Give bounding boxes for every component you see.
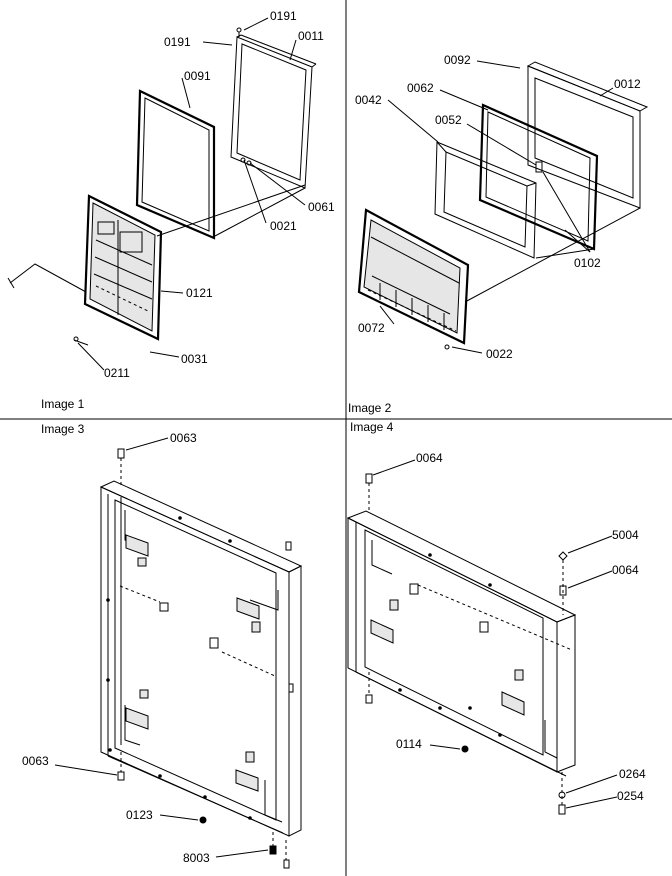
label-0091: 0091	[184, 69, 211, 83]
label-0031: 0031	[181, 352, 208, 366]
panel-1-part-labels: 0191 0191 0011 0091 0061 0021 0121 0031 …	[104, 9, 335, 380]
label-0064-right: 0064	[612, 563, 639, 577]
label-0121: 0121	[186, 286, 213, 300]
panel-image-3: Image 3	[22, 422, 303, 869]
panel-title-image-3: Image 3	[41, 422, 85, 436]
label-0021: 0021	[270, 219, 297, 233]
panel-image-2: 0092 0012 0042 0062 0052 0102 0072 0022 …	[348, 53, 649, 415]
label-0022: 0022	[486, 347, 513, 361]
label-0072: 0072	[358, 321, 385, 335]
door-liner-0072	[357, 208, 470, 345]
label-0191-top: 0191	[270, 9, 297, 23]
panel-3-leaders	[54, 437, 269, 858]
panel-image-1: 0191 0191 0011 0091 0061 0021 0121 0031 …	[7, 9, 335, 411]
panel-3-part-labels: 0063 0063 0123 8003	[22, 431, 210, 865]
label-0061: 0061	[308, 200, 335, 214]
door-panel-0011	[230, 27, 317, 189]
label-0012: 0012	[614, 77, 641, 91]
label-0123: 0123	[126, 808, 153, 822]
label-0254: 0254	[617, 789, 644, 803]
panel-title-image-2: Image 2	[348, 401, 392, 415]
panel-image-4: Image 4	[346, 420, 646, 815]
gasket-0062	[478, 103, 599, 251]
label-0114: 0114	[396, 737, 422, 751]
label-0102: 0102	[574, 256, 601, 270]
label-8003: 8003	[183, 851, 210, 865]
label-0064-top: 0064	[416, 451, 443, 465]
door-liner-0121	[83, 194, 163, 341]
panel-2-part-labels: 0092 0012 0042 0062 0052 0102 0072 0022	[355, 53, 641, 361]
label-5004: 5004	[612, 528, 639, 542]
panel-4-part-labels: 0064 5004 0064 0114 0264 0254	[396, 451, 646, 803]
panel-1-leaders	[7, 17, 306, 371]
label-0191: 0191	[164, 35, 191, 49]
label-0042: 0042	[355, 93, 382, 107]
panel-4-hardware	[365, 473, 568, 815]
label-0052: 0052	[435, 113, 462, 127]
panel-4-leaders	[372, 459, 618, 809]
label-0011: 0011	[298, 29, 324, 43]
label-0211: 0211	[104, 366, 130, 380]
frame-panel-3	[99, 480, 303, 837]
panel-2-leaders	[379, 60, 641, 354]
label-0092: 0092	[444, 53, 471, 67]
panel-title-image-1: Image 1	[41, 397, 85, 411]
panel-title-image-4: Image 4	[350, 420, 394, 434]
label-0063-top: 0063	[170, 431, 197, 445]
gasket-0091	[135, 89, 216, 240]
panel-3-hardware	[117, 448, 294, 869]
breaker-frame-0042	[434, 141, 537, 259]
label-0062: 0062	[407, 81, 434, 95]
frame-panel-4	[346, 510, 577, 777]
label-0063-bottom: 0063	[22, 754, 49, 768]
label-0264: 0264	[619, 767, 646, 781]
